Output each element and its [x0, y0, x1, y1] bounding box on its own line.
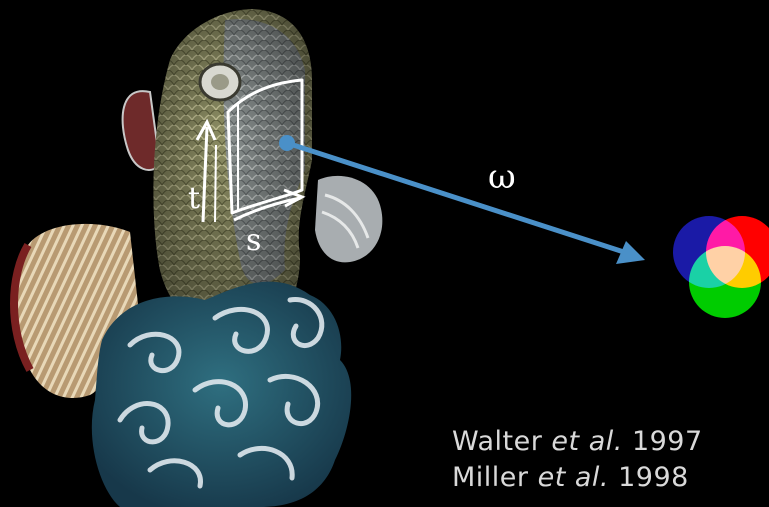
fish-statue-image — [14, 9, 382, 507]
omega-label: ω — [488, 157, 516, 197]
citation-walter: Walter et al. 1997 — [452, 426, 703, 457]
s-label: s — [246, 223, 261, 258]
t-label: t — [188, 181, 200, 216]
citation-miller: Miller et al. 1998 — [452, 462, 689, 493]
sample-point — [279, 135, 295, 151]
rgb-color-icon — [673, 216, 769, 318]
